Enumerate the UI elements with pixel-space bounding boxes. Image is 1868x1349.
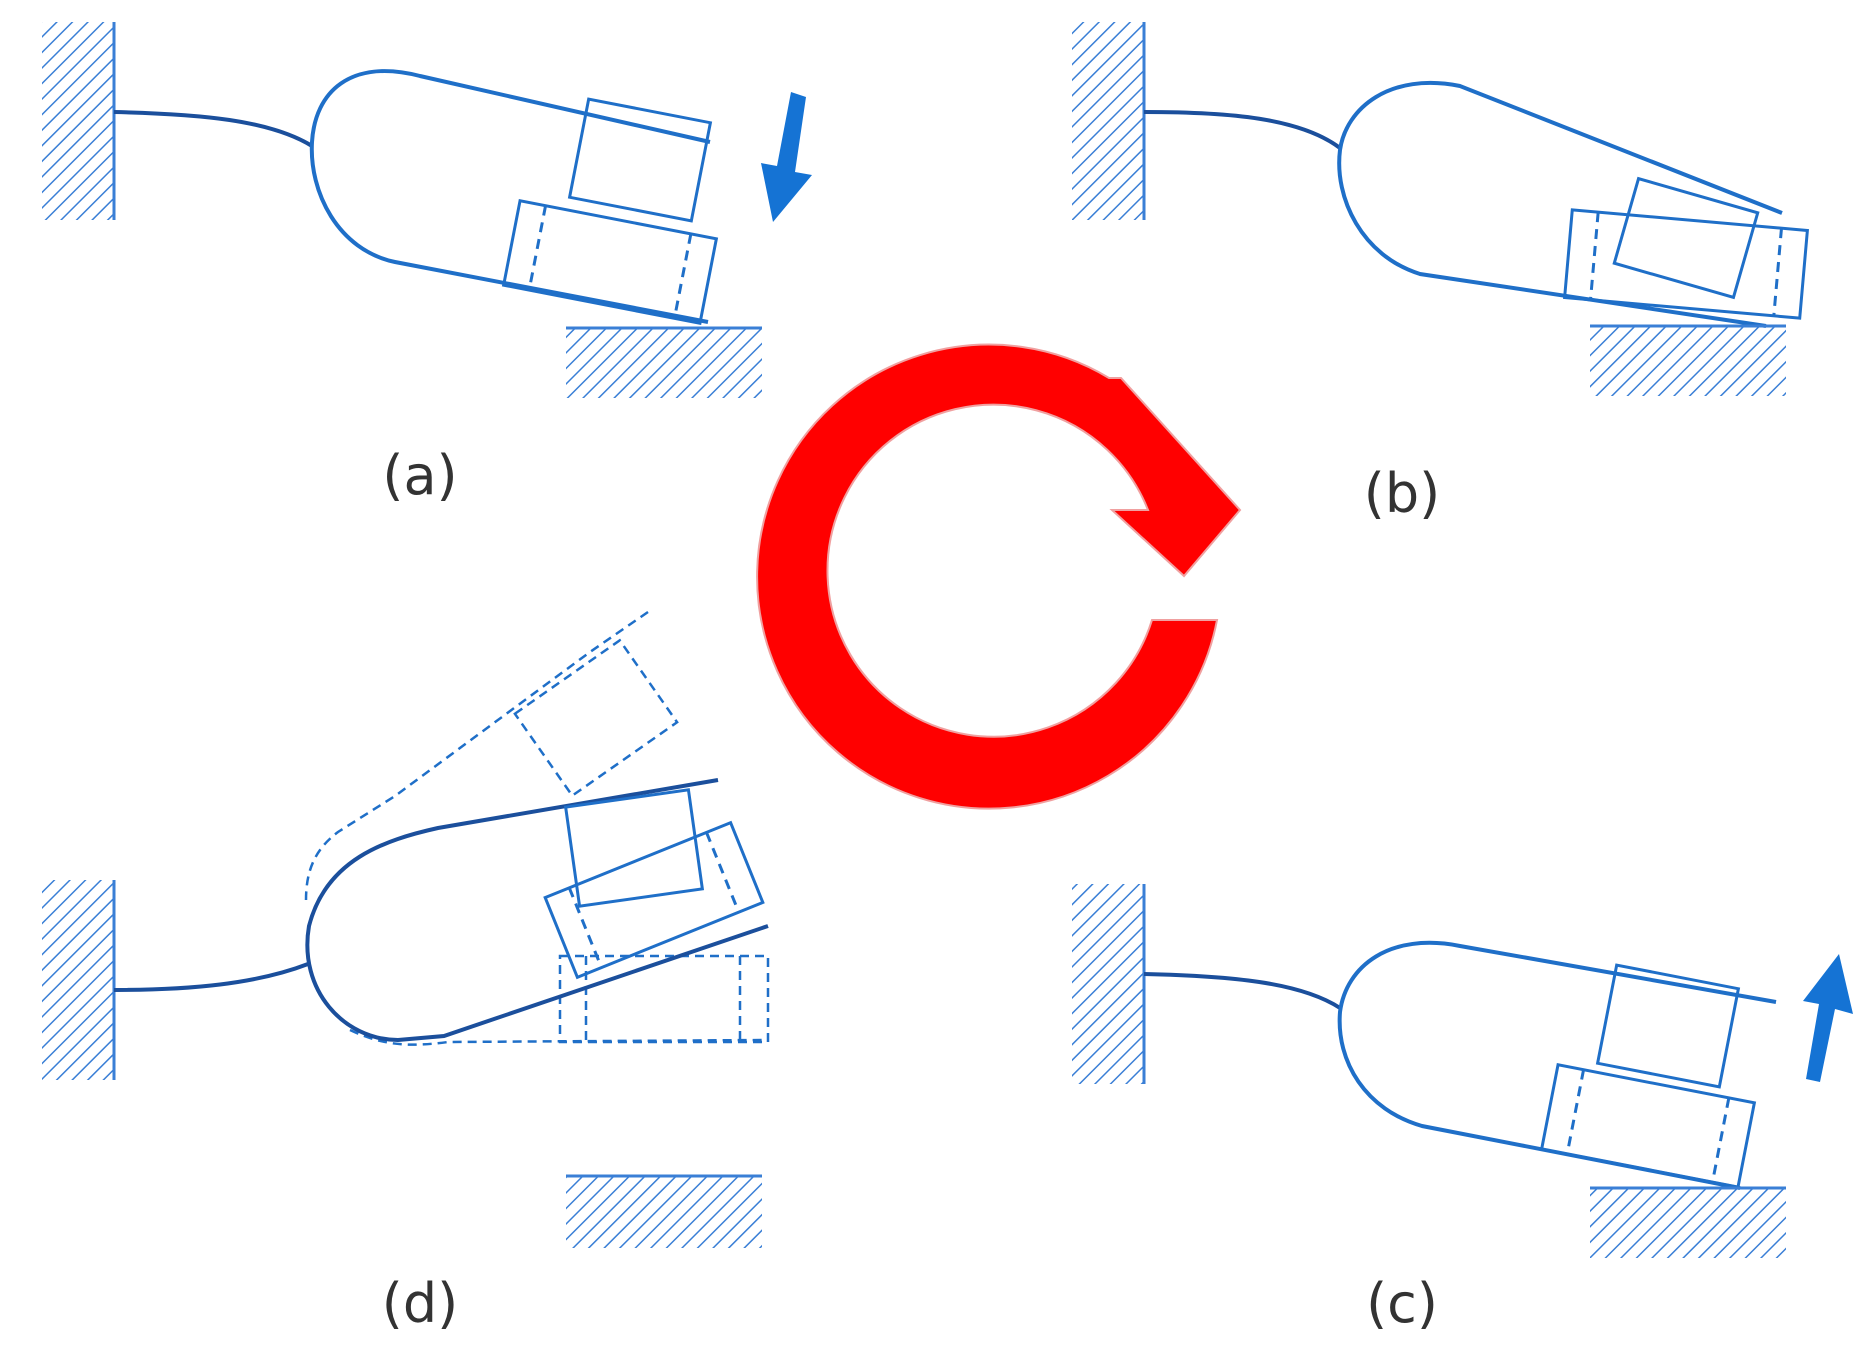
panel-label-b: (b) [1364, 462, 1440, 525]
panel-d: (d) [42, 610, 770, 1335]
lower-block [1562, 208, 1810, 320]
flexure-beam [1143, 110, 1342, 150]
floor-hatch [1590, 326, 1786, 396]
wall-hatch [42, 880, 114, 1080]
finger-outline [1337, 80, 1783, 328]
floor-hatch [1590, 1188, 1786, 1258]
panel-c: (c) [1072, 884, 1853, 1335]
finger-outline [309, 69, 711, 324]
panel-a: (a) [42, 22, 812, 507]
panel-label-c: (c) [1366, 1272, 1438, 1335]
lower-block [1539, 1062, 1757, 1190]
ghost-positions [304, 610, 770, 1046]
upper-block [1612, 176, 1760, 300]
finger-outline [305, 778, 769, 1043]
lower-block [543, 820, 765, 980]
floor-hatch [566, 1176, 762, 1248]
upper-block [1595, 963, 1741, 1089]
clockwise-cycle-arrow-icon [756, 343, 1242, 810]
wall-hatch [1072, 884, 1144, 1084]
upper-block [567, 97, 713, 223]
upper-block [563, 788, 705, 908]
flexure-beam [113, 110, 314, 148]
arrow-down-icon [761, 92, 812, 222]
panel-label-d: (d) [382, 1272, 458, 1335]
flexure-beam [1143, 972, 1342, 1010]
arrow-up-icon [1803, 954, 1853, 1082]
wall-hatch [42, 22, 114, 220]
panel-label-a: (a) [382, 444, 457, 507]
flexure-beam [113, 962, 309, 992]
panel-b: (b) [1072, 22, 1810, 525]
floor-hatch [566, 328, 762, 398]
wall-hatch [1072, 22, 1144, 220]
lower-block [501, 198, 719, 326]
finger-outline [1337, 940, 1777, 1190]
